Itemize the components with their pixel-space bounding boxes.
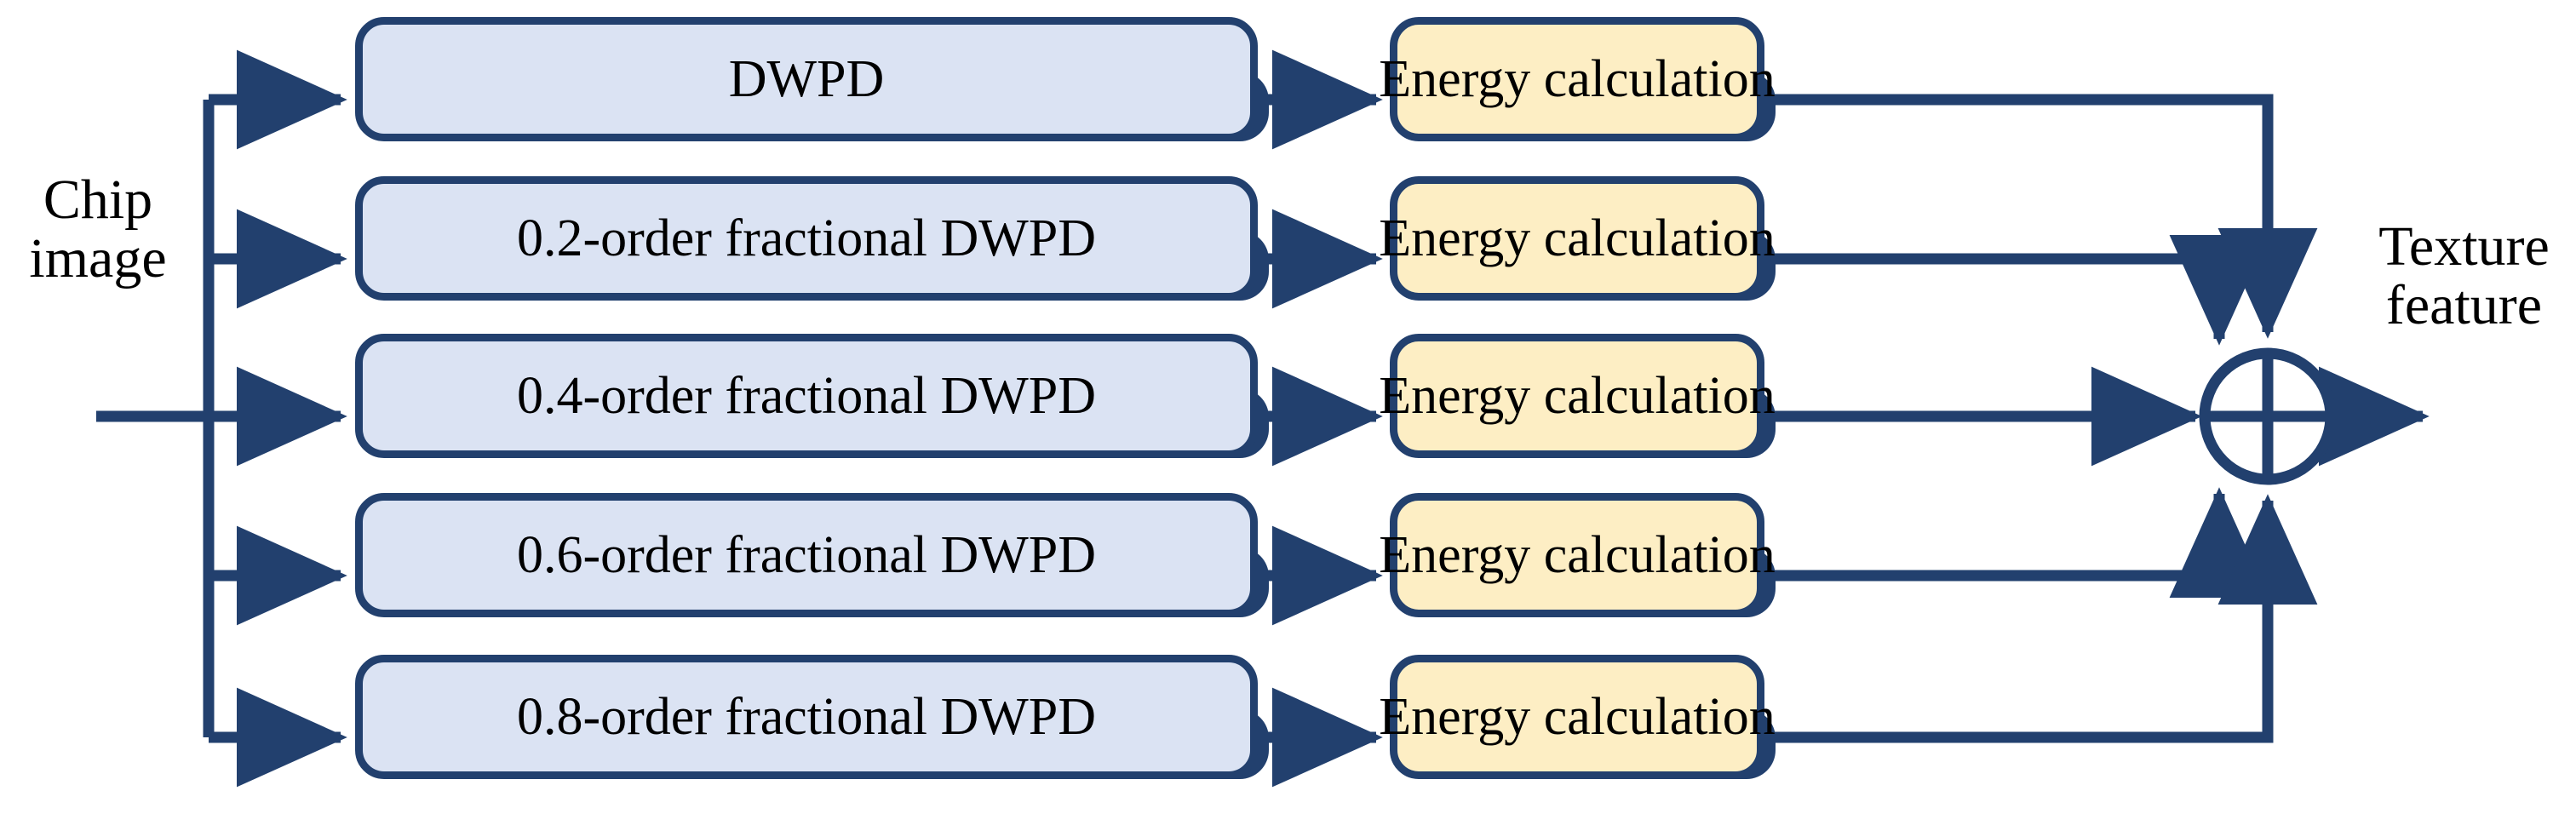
dwpd-block-label-4: 0.6-order fractional DWPD bbox=[516, 526, 1097, 584]
energy-block-1[interactable]: Energy calculation bbox=[1379, 17, 1776, 141]
input-label: Chip image bbox=[0, 170, 196, 289]
dwpd-block-label-3: 0.4-order fractional DWPD bbox=[516, 367, 1097, 425]
output-label-line2: feature bbox=[2385, 274, 2543, 337]
energy-block-label-5: Energy calculation bbox=[1379, 688, 1776, 746]
output-label-line1: Texture bbox=[2378, 215, 2550, 278]
energy-block-2[interactable]: Energy calculation bbox=[1379, 176, 1776, 301]
wire-energy5-to-sum bbox=[1764, 494, 2318, 743]
dwpd-block-1[interactable]: DWPD bbox=[355, 17, 1258, 141]
input-label-line1: Chip bbox=[43, 169, 153, 231]
summation-node bbox=[2199, 347, 2337, 485]
input-label-line2: image bbox=[29, 227, 167, 290]
dwpd-block-5[interactable]: 0.8-order fractional DWPD bbox=[355, 655, 1258, 779]
output-label: Texture feature bbox=[2352, 217, 2576, 335]
dwpd-block-3[interactable]: 0.4-order fractional DWPD bbox=[355, 334, 1258, 458]
energy-block-4[interactable]: Energy calculation bbox=[1379, 493, 1776, 617]
wire-energy2-to-sum bbox=[1764, 234, 2269, 346]
energy-block-label-2: Energy calculation bbox=[1379, 209, 1776, 267]
energy-block-label-1: Energy calculation bbox=[1379, 50, 1776, 108]
energy-block-3[interactable]: Energy calculation bbox=[1379, 334, 1776, 458]
dwpd-block-label-1: DWPD bbox=[728, 50, 885, 108]
energy-block-label-3: Energy calculation bbox=[1379, 367, 1776, 425]
dwpd-block-label-2: 0.2-order fractional DWPD bbox=[516, 209, 1097, 267]
dwpd-block-label-5: 0.8-order fractional DWPD bbox=[516, 688, 1097, 746]
dwpd-block-4[interactable]: 0.6-order fractional DWPD bbox=[355, 493, 1258, 617]
wire-energy1-to-sum bbox=[1764, 94, 2318, 339]
energy-block-label-4: Energy calculation bbox=[1379, 526, 1776, 584]
wire-energy4-to-sum bbox=[1764, 487, 2269, 599]
energy-block-5[interactable]: Energy calculation bbox=[1379, 655, 1776, 779]
dwpd-block-2[interactable]: 0.2-order fractional DWPD bbox=[355, 176, 1258, 301]
